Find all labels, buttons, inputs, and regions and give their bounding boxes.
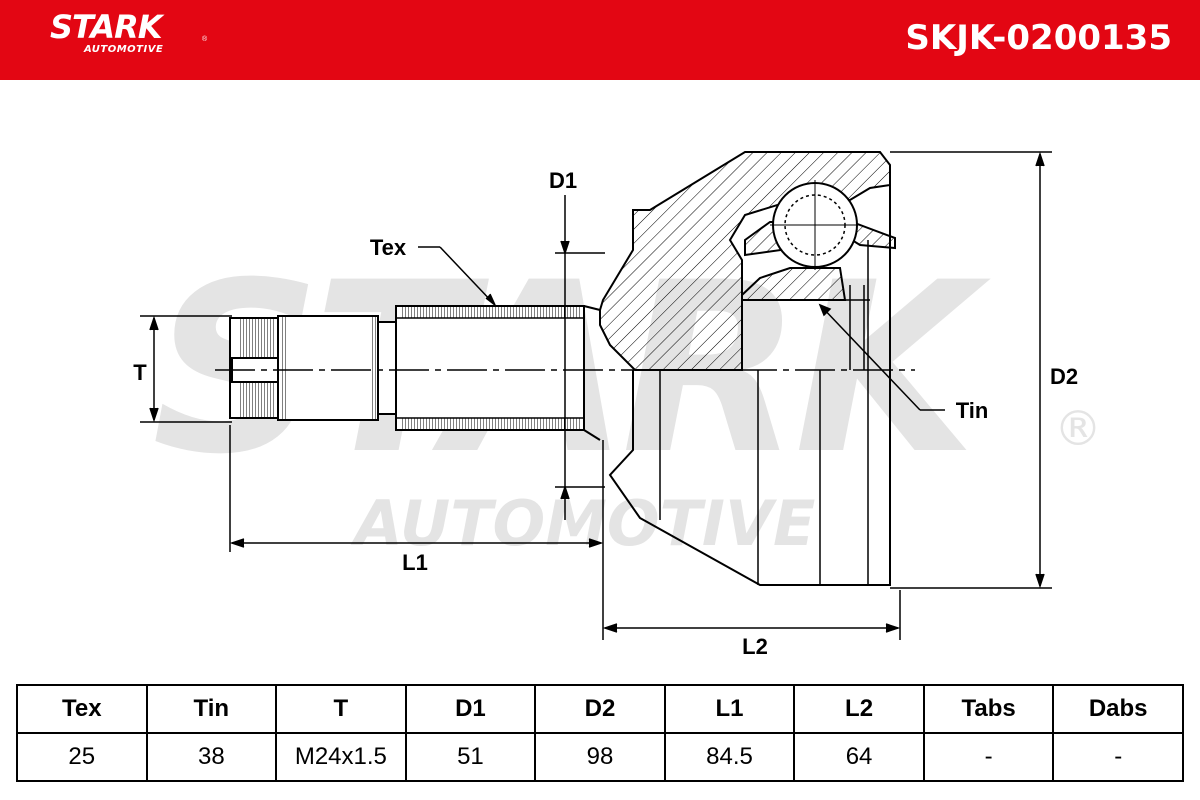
spec-value-tex: 25 — [16, 732, 148, 782]
spec-header-l2: L2 — [793, 684, 925, 734]
spec-header-tex: Tex — [16, 684, 148, 734]
header-bar: STARK AUTOMOTIVE ® SKJK-0200135 — [0, 0, 1200, 80]
spec-header-l1: L1 — [663, 684, 796, 734]
brand-name: STARK — [50, 8, 163, 46]
dimension-tex — [418, 246, 496, 306]
dimension-tin — [818, 303, 945, 411]
spec-value-l1: 84.5 — [663, 732, 796, 782]
ball — [770, 180, 860, 270]
label-t: T — [133, 360, 147, 385]
brand-registered-mark: ® — [202, 36, 208, 43]
cv-joint-drawing: STARK AUTOMOTIVE ® — [133, 151, 1102, 659]
label-d1: D1 — [549, 168, 577, 193]
splined-shaft — [395, 305, 585, 431]
brand-logo: STARK AUTOMOTIVE ® — [50, 8, 207, 56]
shaft-neck — [277, 315, 379, 421]
label-l2: L2 — [742, 634, 768, 659]
housing-outer — [608, 370, 891, 586]
part-number: SKJK-0200135 — [905, 18, 1172, 58]
spec-table: Tex Tin T D1 D2 L1 L2 Tabs Dabs 25 38 M2… — [16, 684, 1184, 782]
dimension-l1 — [229, 425, 604, 640]
spec-value-t: M24x1.5 — [275, 732, 407, 782]
spec-header-d1: D1 — [404, 684, 537, 734]
label-l1: L1 — [402, 550, 428, 575]
watermark-registered-mark: ® — [1054, 401, 1102, 457]
spec-value-tin: 38 — [145, 732, 278, 782]
spec-header-row: Tex Tin T D1 D2 L1 L2 Tabs Dabs — [16, 684, 1184, 734]
spec-header-d2: D2 — [534, 684, 666, 734]
spec-header-tin: Tin — [145, 684, 278, 734]
label-tin: Tin — [956, 398, 989, 423]
spec-value-dabs: - — [1052, 732, 1184, 782]
spec-value-row: 25 38 M24x1.5 51 98 84.5 64 - - — [16, 732, 1184, 782]
spec-value-tabs: - — [922, 732, 1055, 782]
brand-subtitle: AUTOMOTIVE — [84, 44, 164, 55]
label-tex: Tex — [370, 235, 407, 260]
spec-value-d2: 98 — [534, 732, 666, 782]
spec-value-d1: 51 — [404, 732, 537, 782]
dimension-l2 — [602, 590, 901, 640]
dimension-d2 — [890, 151, 1052, 589]
watermark-sub: AUTOMOTIVE — [350, 487, 816, 560]
dimension-d1 — [555, 195, 605, 520]
dimension-t — [140, 315, 232, 423]
spec-header-dabs: Dabs — [1052, 684, 1184, 734]
spec-header-t: T — [275, 684, 407, 734]
spec-value-l2: 64 — [793, 732, 925, 782]
label-d2: D2 — [1050, 364, 1078, 389]
spec-header-tabs: Tabs — [922, 684, 1055, 734]
